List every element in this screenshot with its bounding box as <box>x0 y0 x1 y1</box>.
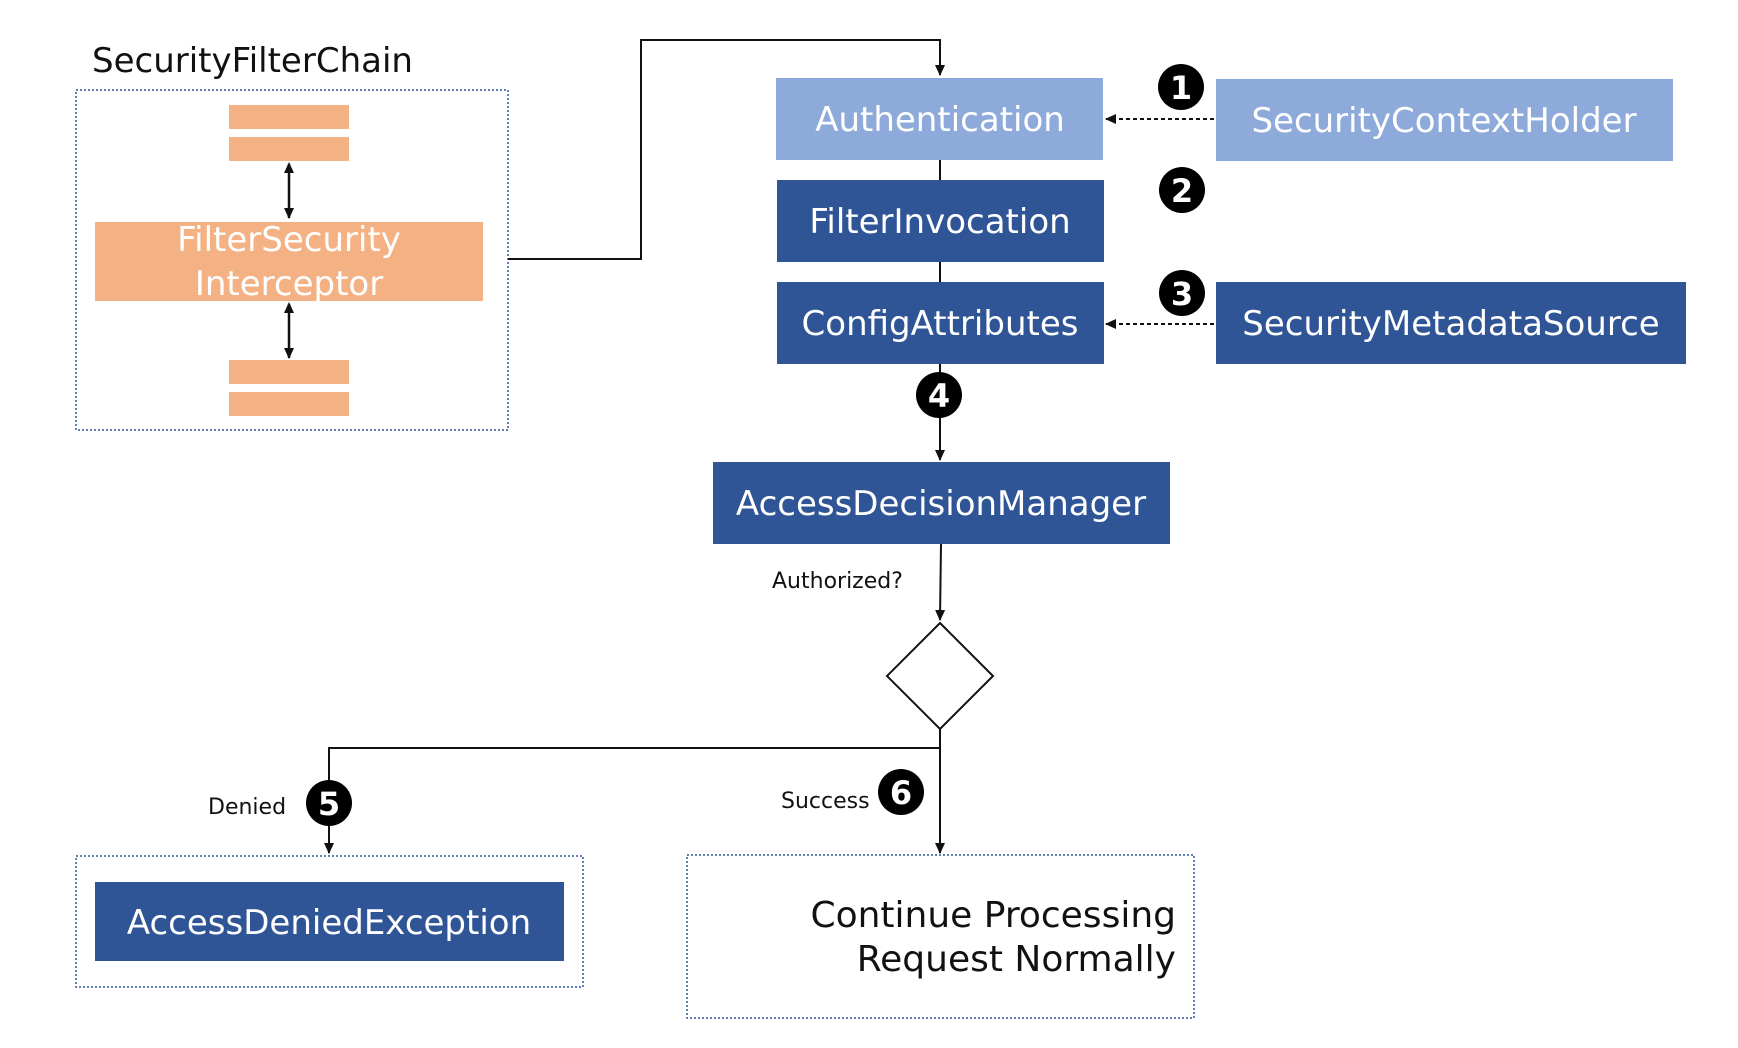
step-number-4: 4 <box>928 377 950 415</box>
security-context-holder-label: SecurityContextHolder <box>1251 101 1636 141</box>
interceptor-box <box>95 222 483 301</box>
security-metadata-source-box <box>1216 282 1686 364</box>
filter-invocation-box <box>777 180 1104 262</box>
access-denied-exception-box <box>95 882 564 961</box>
filter-block <box>229 392 349 416</box>
step-number-1: 1 <box>1170 69 1192 107</box>
denied-container <box>75 855 584 988</box>
decision-diamond <box>885 621 995 731</box>
step-badge-3 <box>1159 270 1205 316</box>
step-badge-4 <box>916 372 962 418</box>
decision-manager-to-diamond-arrow <box>935 543 946 621</box>
step-number-2: 2 <box>1171 172 1193 210</box>
filter-invocation-label: FilterInvocation <box>809 202 1070 242</box>
config-attributes-label: ConfigAttributes <box>802 304 1079 344</box>
authorized-label: Authorized? <box>772 569 903 594</box>
step-number-6: 6 <box>890 774 912 812</box>
step-badge-6 <box>878 769 924 815</box>
authentication-box <box>776 78 1103 160</box>
continue-label-line1: Continue Processing <box>810 895 1176 936</box>
step-badge-1 <box>1158 64 1204 110</box>
chain-title: SecurityFilterChain <box>92 41 413 81</box>
continue-label-line2: Request Normally <box>857 939 1176 980</box>
interceptor-label: Interceptor <box>195 264 383 304</box>
step-number-3: 3 <box>1171 275 1193 313</box>
step-number-5: 5 <box>318 785 340 823</box>
filter-block <box>229 360 349 384</box>
config-attributes-box <box>777 282 1104 364</box>
step-badge-2 <box>1159 167 1205 213</box>
success-label: Success <box>781 789 870 814</box>
authentication-label: Authentication <box>815 100 1065 140</box>
access-decision-manager-label: AccessDecisionManager <box>736 484 1146 524</box>
access-denied-exception-label: AccessDeniedException <box>127 903 531 943</box>
interceptor-label: FilterSecurity <box>177 220 401 260</box>
continue-container <box>686 854 1195 1019</box>
filter-block <box>229 105 349 129</box>
security-context-holder-box <box>1216 79 1673 161</box>
access-decision-manager-box <box>713 462 1170 544</box>
interceptor-to-authentication-connector <box>508 39 945 260</box>
filter-block <box>229 137 349 161</box>
step-badge-5 <box>306 780 352 826</box>
security-metadata-source-label: SecurityMetadataSource <box>1242 304 1659 344</box>
denied-label: Denied <box>208 795 286 820</box>
